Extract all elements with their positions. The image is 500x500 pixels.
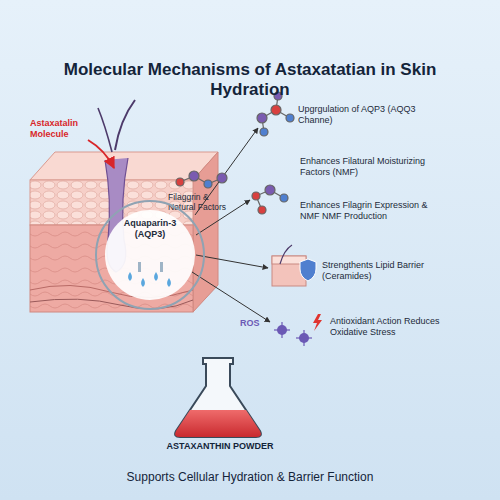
pointer-arrow [88, 140, 114, 168]
caption: Supports Cellular Hydration & Barrier Fu… [40, 470, 460, 484]
molecule-label: Astaxatalin Molecule [30, 118, 100, 140]
mechanism-label: Strengthents Lipid Barrier (Ceramides) [322, 260, 442, 282]
mechanism-label: Enhances Filagrin Expression & NMF NMF P… [300, 200, 440, 222]
mechanism-label: Filaggrin & Natural Factors [168, 192, 238, 212]
mechanism-arrows [192, 128, 270, 322]
node-text: Aquaparin-3 (AQP3) [117, 218, 183, 308]
aqp3-circle: Aquaparin-3 (AQP3) [95, 200, 205, 310]
flask-illustration [175, 358, 261, 437]
flask-label: ASTAXANTHIN POWDER [165, 441, 275, 452]
barrier-icon [272, 245, 316, 286]
mechanism-label: Enhances Filatural Moisturizing Factors … [300, 156, 440, 178]
title: Molecular Mechanisms of Astaxatatian in … [55, 60, 445, 101]
mechanism-label: Antioxidant Action Reduces Oxidative Str… [330, 316, 445, 338]
mechanism-label: Upgrgulation of AQP3 (AQQ3 Channe) [298, 104, 428, 126]
ros-icon [274, 314, 322, 346]
mechanism-label: ROS [240, 318, 268, 329]
water-drops [128, 262, 171, 287]
